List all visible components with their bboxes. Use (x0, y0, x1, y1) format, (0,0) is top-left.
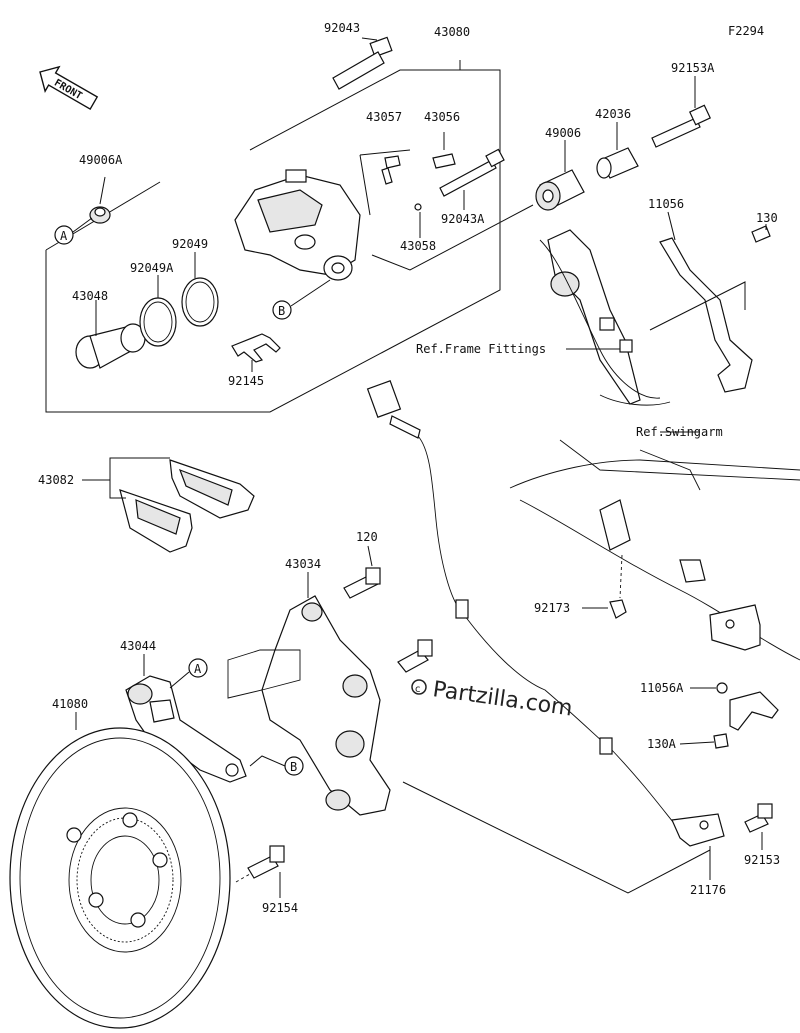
label-92049: 92049 (172, 237, 208, 251)
label-11056: 11056 (648, 197, 684, 211)
abs-sensor-21176 (366, 380, 725, 847)
clip-92173-guide (619, 554, 623, 599)
leader-callout-a (72, 217, 93, 233)
clip-92145 (231, 333, 281, 363)
clip-92173 (609, 599, 627, 619)
leader-130a (679, 741, 715, 745)
label-42036: 42036 (595, 107, 631, 121)
bolt-130a (713, 733, 729, 749)
leader-92043 (361, 37, 378, 41)
washer-49006a-hole (94, 207, 106, 217)
label-43082: 43082 (38, 473, 74, 487)
pin-92043a (439, 148, 505, 197)
seal-92049a-inner (143, 301, 173, 343)
label-43080: 43080 (434, 25, 470, 39)
caliper-43044 (125, 675, 247, 783)
bolt-92153a (651, 104, 712, 148)
bolt-92154 (247, 845, 285, 879)
svg-text:c: c (415, 684, 421, 695)
label-49006a: 49006A (79, 153, 123, 167)
label-120: 120 (356, 530, 378, 544)
leader-callout-b-bottom (249, 755, 286, 767)
leader-43082 (109, 457, 160, 499)
label-43034: 43034 (285, 557, 321, 571)
callout-a-bottom-label: A (194, 662, 202, 676)
piston-43048 (75, 323, 146, 369)
label-92043a: 92043A (441, 212, 485, 226)
collar-42036 (596, 147, 639, 179)
label-92153a: 92153A (671, 61, 715, 75)
label-49006: 49006 (545, 126, 581, 140)
bleeder-cap-43057 (381, 155, 401, 185)
leader-49006a (99, 176, 106, 205)
clamp-11056a (729, 691, 779, 731)
front-arrow-icon: FRONT (39, 65, 99, 111)
label-92173: 92173 (534, 601, 570, 615)
label-ref-swingarm: Ref.Swingarm (636, 425, 723, 439)
sleeve-49006 (535, 169, 585, 211)
bolt-130 (751, 225, 771, 243)
leader-43057b (359, 154, 371, 216)
bolt-120 (343, 567, 381, 599)
caliper-bracket-43034 (227, 595, 391, 816)
label-43058: 43058 (400, 239, 436, 253)
callout-b-label: B (278, 304, 285, 318)
label-130a: 130A (647, 737, 677, 751)
bolt-92153 (744, 803, 773, 833)
leader-11056 (667, 211, 676, 241)
brake-disc-41080 (9, 727, 231, 1029)
label-21176: 21176 (690, 883, 726, 897)
label-43056: 43056 (424, 110, 460, 124)
leader-21176-to-bracket (402, 781, 711, 894)
label-92154: 92154 (262, 901, 298, 915)
label-43044: 43044 (120, 639, 156, 653)
leader-120 (367, 545, 373, 567)
callout-a-top: A (54, 225, 74, 245)
leader-43057 (359, 149, 411, 156)
frame-fitting-bracket (539, 229, 671, 406)
bleeder-valve-43056 (432, 153, 456, 169)
label-92043: 92043 (324, 21, 360, 35)
label-92145: 92145 (228, 374, 264, 388)
seal-92049 (181, 277, 219, 327)
callout-a-bottom: A (188, 658, 208, 678)
washer-43058 (414, 203, 422, 211)
label-92153: 92153 (744, 853, 780, 867)
callout-a-label: A (60, 229, 68, 243)
leader-49006-to-caliper (371, 204, 534, 271)
clamp-11056a-hole (716, 682, 728, 694)
bolt-92154-guide (235, 873, 251, 883)
bracket-11056 (659, 237, 753, 393)
watermark: c Partzilla.com (411, 677, 574, 722)
brake-pads-43082 (119, 459, 255, 553)
label-11056a: 11056A (640, 681, 684, 695)
bolt-43034-side (397, 639, 433, 673)
label-43048: 43048 (72, 289, 108, 303)
label-41080: 41080 (52, 697, 88, 711)
callout-b-bottom-label: B (290, 760, 297, 774)
caliper-body (234, 169, 361, 281)
callout-b-bottom: B (284, 756, 304, 776)
label-ref-frame-fittings: Ref.Frame Fittings (416, 342, 546, 356)
leader-frame-ref (649, 281, 746, 331)
watermark-text: Partzilla.com (431, 677, 574, 721)
seal-92049a (139, 297, 177, 347)
callout-b-top: B (272, 300, 292, 320)
label-92049a: 92049A (130, 261, 174, 275)
leader-callout-a-bottom (169, 671, 190, 689)
bolt-92043 (332, 36, 393, 90)
label-43057: 43057 (366, 110, 402, 124)
leader-callout-b (290, 279, 331, 307)
label-130: 130 (756, 211, 778, 225)
seal-92049-inner (185, 281, 215, 323)
figure-id: F2294 (728, 24, 764, 38)
swingarm-reference (509, 439, 800, 661)
